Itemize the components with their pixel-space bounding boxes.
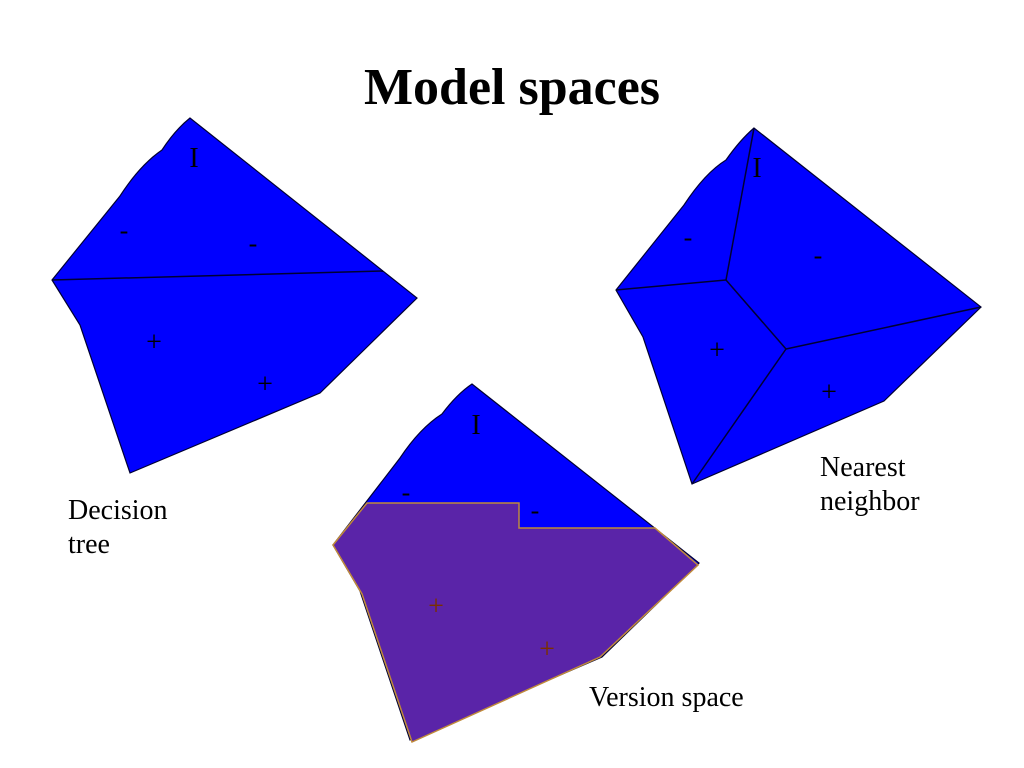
nearest-neighbor-pos-mark: + <box>821 377 837 408</box>
decision-tree-caption-line: Decision <box>68 495 168 526</box>
decision-tree-neg-mark: - <box>249 229 258 258</box>
nearest-neighbor-caption: Nearest neighbor <box>820 451 920 519</box>
version-space-pos-mark: + <box>539 634 555 665</box>
version-space-caption: Version space <box>589 681 744 715</box>
nearest-neighbor-boundary <box>691 348 787 485</box>
version-space-panel: I - - + + <box>332 383 700 744</box>
version-space-neg-mark: - <box>531 496 540 525</box>
version-space-neg-mark: - <box>402 478 411 507</box>
version-space-region <box>332 502 700 744</box>
version-space-instance-mark: I <box>471 410 480 441</box>
nearest-neighbor-boundary <box>725 127 755 281</box>
decision-tree-neg-mark: - <box>120 216 129 245</box>
nearest-neighbor-region <box>615 127 982 485</box>
decision-tree-caption: Decision tree <box>68 494 168 562</box>
decision-tree-pos-mark: + <box>257 369 273 400</box>
nearest-neighbor-caption-line: neighbor <box>820 486 920 517</box>
nearest-neighbor-boundary <box>785 306 982 350</box>
nearest-neighbor-neg-mark: - <box>814 241 823 270</box>
nearest-neighbor-pos-mark: + <box>709 335 725 366</box>
decision-tree-panel: I - - + + <box>51 117 418 474</box>
nearest-neighbor-instance-mark: I <box>752 153 761 184</box>
decision-tree-pos-mark: + <box>146 327 162 358</box>
nearest-neighbor-boundary <box>615 279 727 291</box>
decision-tree-split-line <box>51 270 384 281</box>
decision-tree-region <box>51 117 418 474</box>
version-space-pos-mark: + <box>428 591 444 622</box>
decision-tree-caption-line: tree <box>68 529 110 560</box>
nearest-neighbor-neg-mark: - <box>684 223 693 252</box>
slide-title: Model spaces <box>363 59 661 116</box>
nearest-neighbor-panel: I - - + + <box>615 127 982 485</box>
version-space-caption-line: Version space <box>589 682 744 713</box>
nearest-neighbor-caption-line: Nearest <box>820 452 906 483</box>
decision-tree-instance-mark: I <box>189 143 198 174</box>
nearest-neighbor-boundary <box>725 279 787 350</box>
